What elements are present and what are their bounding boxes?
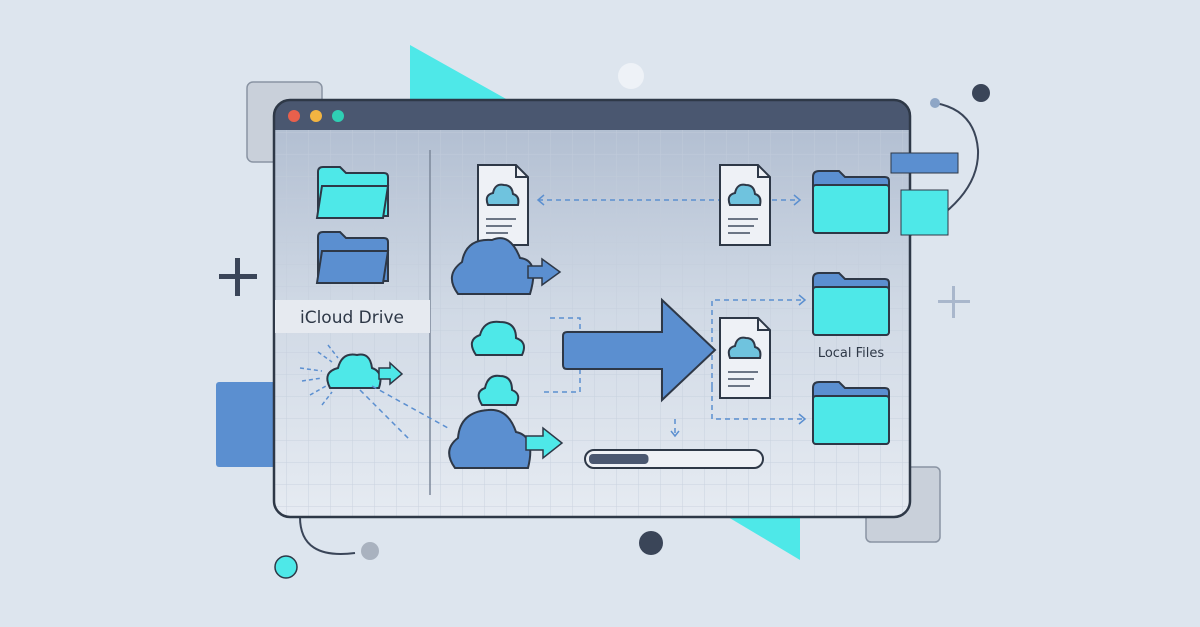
decor-square-cyan [900,189,949,236]
arrow-right-icon [562,297,717,403]
minimize-button[interactable] [310,110,322,122]
decor-triangle-cyan [728,517,800,560]
folder-icon[interactable] [812,272,890,336]
local-files-label: Local Files [818,346,885,361]
cloud-icon [470,320,525,356]
plus-icon [219,258,257,296]
plus-icon [938,286,970,318]
document-cloud-icon [719,317,771,399]
folder-icon[interactable] [812,170,890,234]
cloud-icon [477,374,520,406]
decor-dot-dark [972,84,990,102]
decor-square-blue [216,382,276,467]
document-cloud-icon [719,164,771,246]
progress-fill [589,454,649,464]
decor-circle-light [618,63,644,89]
decor-dot-dark [639,531,663,555]
decor-triangle-cyan [410,45,508,100]
title-bar [274,100,910,130]
close-button[interactable] [288,110,300,122]
document-cloud-icon [477,164,529,246]
decor-dot-blue [930,98,940,108]
folder-icon[interactable] [315,231,390,284]
sidebar-label: iCloud Drive [300,308,404,328]
folder-icon[interactable] [315,166,390,219]
cloud-upload-icon [448,408,564,469]
cloud-upload-icon [451,237,562,295]
decor-rect-blue [890,152,959,174]
decor-dot-gray [361,542,379,560]
cloud-upload-icon [326,353,404,389]
sync-burst-lines [299,344,339,406]
decor-dot-cyan [274,555,298,579]
maximize-button[interactable] [332,110,344,122]
folder-icon[interactable] [812,381,890,445]
sidebar-item-icloud-drive[interactable]: iCloud Drive [275,300,430,333]
arrowheads [536,194,807,438]
decor-curve [299,516,356,555]
progress-bar [584,449,764,469]
